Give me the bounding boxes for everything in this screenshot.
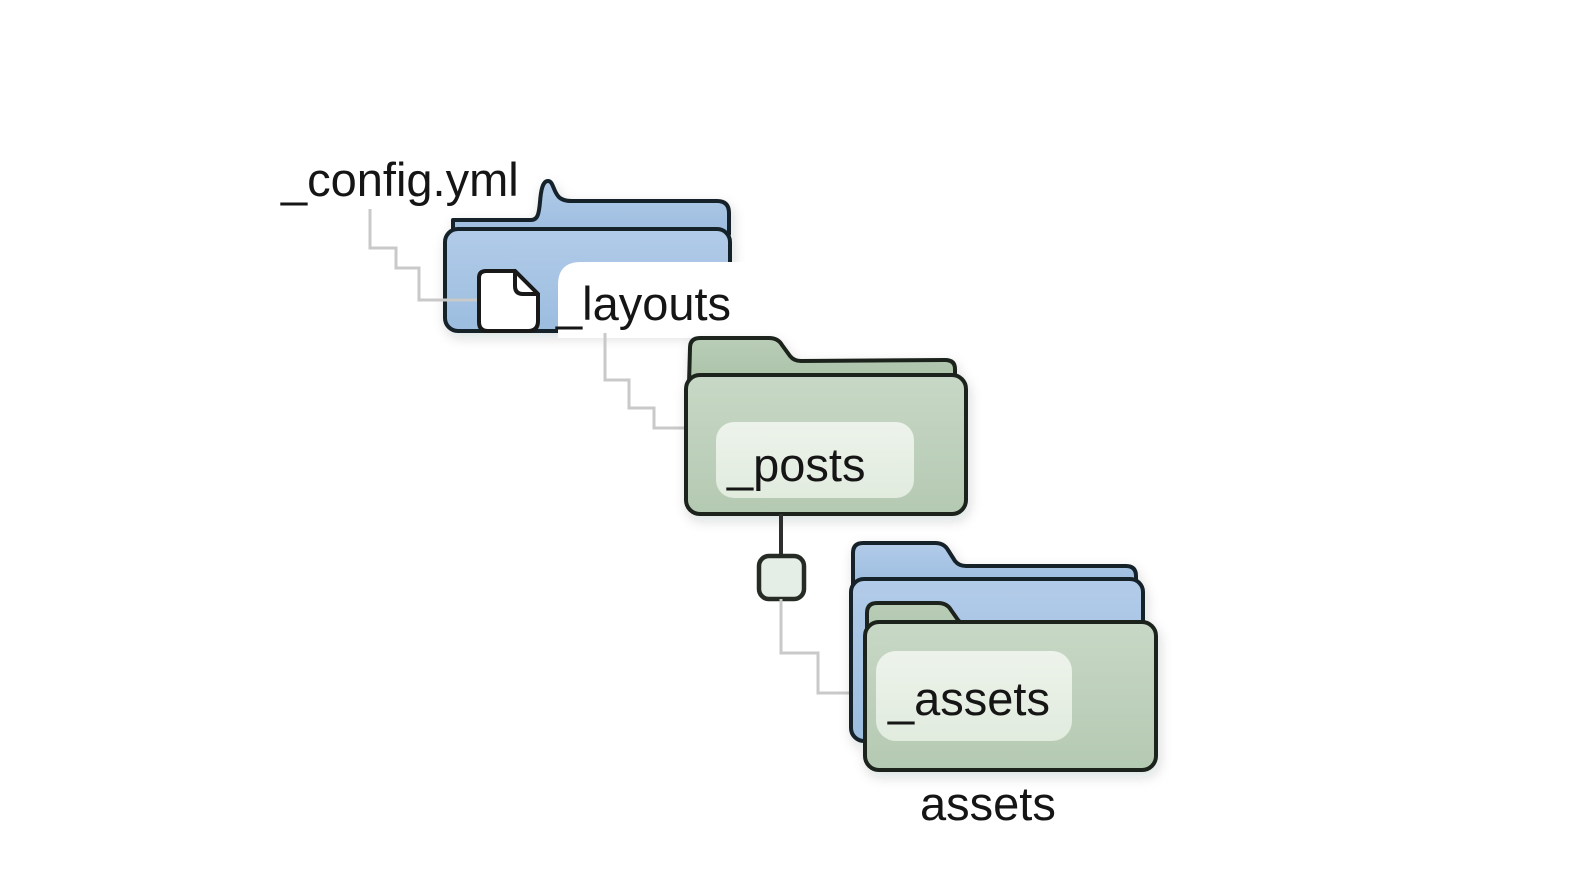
file-icon: [477, 269, 540, 333]
connector-node-to-assets: [779, 599, 858, 695]
layouts-folder-label: _layouts: [555, 277, 731, 330]
posts-folder-name-plate: [716, 422, 914, 498]
posts-folder-tab: [687, 336, 957, 386]
stacked-folder-back-tab: [851, 541, 1138, 586]
layouts-folder-cutout: [558, 262, 748, 338]
posts-folder-label: _posts: [726, 438, 865, 491]
assets-caption: assets: [920, 777, 1056, 830]
connector-config-to-layouts: [368, 209, 481, 302]
connector-layouts-to-posts: [603, 333, 688, 430]
assets-folder-name-plate: [876, 651, 1072, 741]
file-icon-folded-corner: [513, 269, 540, 296]
config-file-label: _config.yml: [280, 153, 519, 206]
assets-folder-label: _assets: [887, 672, 1050, 725]
tree-node-square: [756, 553, 807, 602]
layouts-folder-tab: [451, 179, 731, 236]
